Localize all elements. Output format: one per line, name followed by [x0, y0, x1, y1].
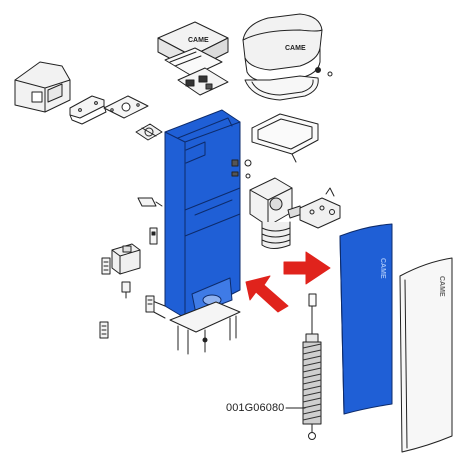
spring-tensioner	[299, 187, 341, 229]
part-number-label: 001G06080	[226, 402, 285, 414]
svg-text:CAME: CAME	[438, 276, 445, 297]
small-bracket	[135, 123, 163, 141]
svg-text:CAME: CAME	[285, 45, 306, 52]
control-board-box: CAME	[157, 21, 229, 96]
svg-text:CAME: CAME	[188, 37, 209, 44]
gearmotor	[244, 159, 303, 249]
balancing-spring	[285, 293, 322, 440]
front-panel-highlighted: CAME	[339, 223, 393, 415]
red-arrow-right	[283, 251, 331, 285]
bracket-plate	[69, 95, 107, 125]
side-cover-small	[14, 61, 71, 113]
base-plate	[169, 301, 241, 355]
connectors	[99, 197, 163, 339]
top-cover: CAME	[242, 13, 333, 101]
red-arrow-diagonal	[245, 275, 289, 313]
svg-text:CAME: CAME	[379, 258, 386, 279]
mounting-plate	[103, 95, 149, 119]
transformer	[111, 243, 141, 275]
rear-panel: CAME	[399, 257, 453, 453]
gasket-frame	[251, 113, 319, 163]
cabinet-frame	[149, 109, 241, 319]
